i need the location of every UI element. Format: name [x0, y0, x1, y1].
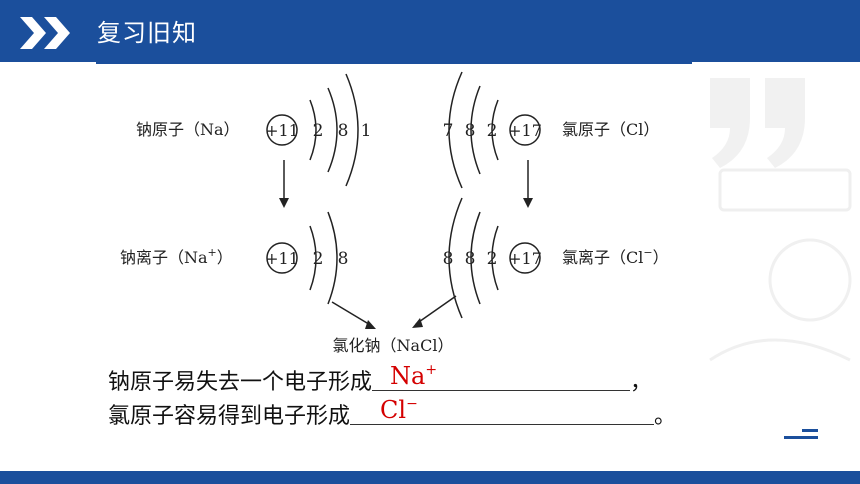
cl-ion-label: 氯离子（Cl−） — [562, 246, 669, 267]
blank-na[interactable]: Na+ — [372, 362, 631, 391]
na-atom-shell-1: 2 — [313, 121, 324, 141]
cl-atom-shell-1: 7 — [443, 121, 454, 141]
sentence-na-text: 钠原子易失去一个电子形成 — [108, 370, 373, 395]
ionic-bond-diagram: 钠原子（Na） +11 2 8 1 7 8 2 +17 氯原子（Cl） 钠离子（… — [120, 71, 669, 355]
na-atom-nucleus-charge: +11 — [265, 121, 299, 140]
background-doodle — [709, 168, 852, 362]
blank-cl[interactable]: Cl− — [350, 396, 655, 425]
cl-ion-shell-3: 2 — [487, 249, 498, 269]
na-ion-shell-1: 2 — [313, 249, 324, 269]
na-atom-shell-3: 1 — [361, 121, 372, 141]
cl-ion: 8 8 2 +17 氯离子（Cl−） — [443, 197, 669, 319]
product-label: 氯化钠（NaCl） — [333, 336, 454, 355]
na-atom-label: 钠原子（Na） — [136, 120, 240, 139]
na-ion: 钠离子（Na+） +11 2 8 — [120, 211, 349, 305]
cl-atom-shell-2: 8 — [465, 121, 476, 141]
title-underline — [96, 62, 692, 64]
na-ion-nucleus — [266, 242, 298, 274]
cl-atom: 7 8 2 +17 氯原子（Cl） — [443, 71, 659, 189]
cl-atom-nucleus-charge: +17 — [508, 121, 542, 140]
cl-atom-shell-3: 2 — [487, 121, 498, 141]
na-ion-label: 钠离子（Na+） — [120, 246, 233, 267]
quote-mark-icon — [710, 78, 805, 168]
cl-atom-label: 氯原子（Cl） — [562, 120, 659, 139]
na-ion-shell-2: 8 — [338, 249, 349, 269]
answer-na: Na+ — [390, 362, 438, 390]
cl-ion-shell-1: 8 — [443, 249, 454, 269]
na-ion-nucleus-charge: +11 — [265, 249, 299, 268]
cl-atom-nucleus — [509, 114, 541, 146]
na-atom-shell-2: 8 — [338, 121, 349, 141]
sentence-na-end: ， — [630, 370, 653, 395]
na-atom-nucleus — [266, 114, 298, 146]
cl-ion-nucleus — [509, 242, 541, 274]
double-chevron-icon — [20, 17, 70, 49]
page-title: 复习旧知 — [97, 19, 197, 47]
next-page-icon[interactable] — [784, 426, 818, 442]
footer-bar — [0, 471, 860, 484]
combine-arrows — [331, 295, 457, 329]
down-arrows — [279, 160, 533, 208]
na-atom: 钠原子（Na） +11 2 8 1 — [136, 73, 372, 187]
cl-ion-shell-2: 8 — [465, 249, 476, 269]
header-bar: 复习旧知 — [0, 0, 860, 62]
answer-cl: Cl− — [380, 396, 418, 424]
cl-ion-nucleus-charge: +17 — [508, 249, 542, 268]
sentence-na: 钠原子易失去一个电子形成 Na+ ， — [108, 362, 653, 396]
sentence-cl-text: 氯原子容易得到电子形成 — [108, 404, 351, 429]
sentence-cl: 氯原子容易得到电子形成 Cl− 。 — [108, 396, 677, 430]
sentence-cl-end: 。 — [654, 404, 677, 429]
